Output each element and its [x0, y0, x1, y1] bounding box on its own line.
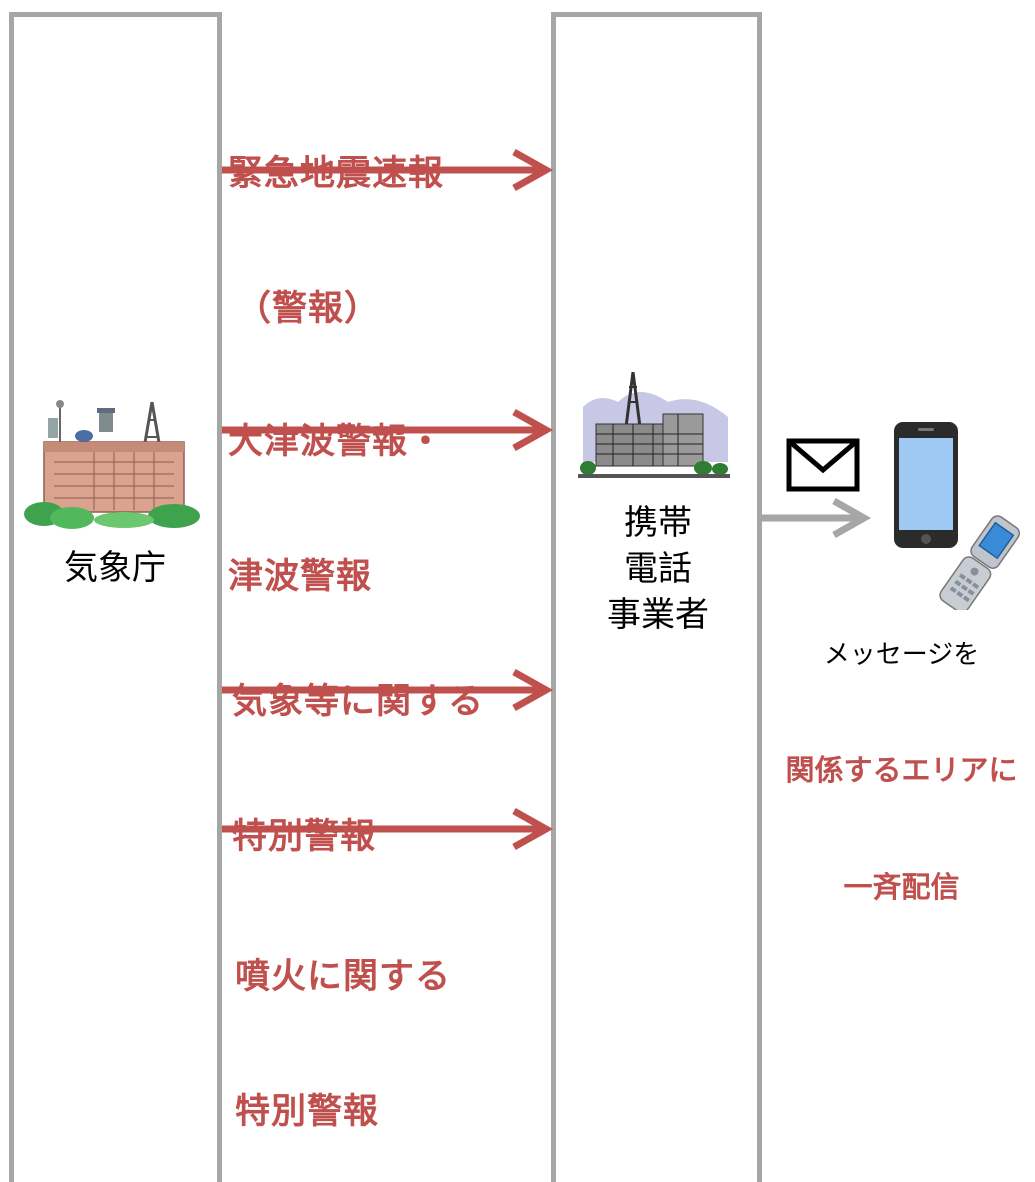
operator-label-line: 電話 — [624, 549, 692, 589]
delivery-emphasis-line: 関係するエリアに — [785, 753, 1018, 787]
delivery-arrow — [762, 497, 872, 539]
delivery-emphasis-line: 一斉配信 — [843, 870, 960, 904]
alert-line: 特別警報 — [232, 817, 377, 857]
alert-line: 津波警報 — [228, 557, 373, 597]
alert-line: 噴火に関する — [235, 957, 452, 997]
envelope-icon — [786, 438, 860, 492]
delivery-message-text: メッセージを — [823, 640, 980, 670]
alert-line: 特別警報 — [235, 1092, 380, 1132]
operator-label: 携帯 電話 事業者 — [568, 500, 748, 638]
government-building-icon — [24, 400, 200, 529]
delivery-emphasis: 関係するエリアに 一斉配信 — [768, 673, 1035, 946]
smartphone-icon — [894, 422, 958, 548]
operator-label-line: 事業者 — [607, 595, 709, 635]
alert-arrow-3 — [222, 668, 554, 712]
telecom-building-icon — [578, 372, 730, 478]
alert-arrow-1 — [222, 148, 554, 192]
alert-label-1: 緊急地震速報 （警報） — [228, 62, 444, 377]
alert-line: 緊急地震速報 — [228, 154, 445, 194]
alert-line: （警報） — [236, 289, 381, 329]
source-column — [9, 12, 222, 1182]
alert-label-3: 気象等に関する 特別警報 — [232, 590, 484, 905]
alert-label-4: 噴火に関する 特別警報 — [235, 865, 451, 1180]
flip-phone-icon — [939, 515, 1021, 610]
alert-arrow-2 — [222, 408, 554, 452]
source-label: 気象庁 — [64, 548, 166, 588]
operator-column — [551, 12, 762, 1182]
alert-arrow-4 — [222, 807, 554, 851]
operator-label-line: 携帯 — [624, 503, 692, 543]
